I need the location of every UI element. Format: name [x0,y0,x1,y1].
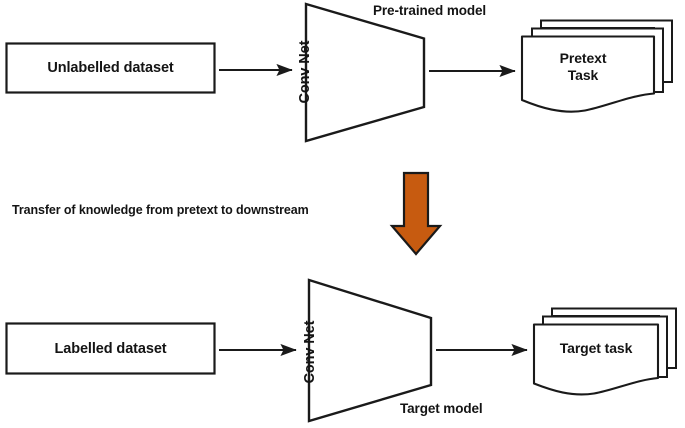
pre-trained-model-caption: Pre-trained model [373,3,487,18]
transfer-of-knowledge-label: Transfer of knowledge from pretext to do… [12,203,309,217]
target-task-label: Target task [559,340,633,356]
target-model-caption: Target model [400,401,483,416]
target-task-doc-front [532,323,660,396]
conv-net-trapezoid-bottom [307,278,433,423]
conv-net-label-top: Conv Net [296,40,313,104]
pretext-task-label-line1: Pretext [559,50,607,66]
pretext-task-doc-front [520,35,656,113]
labelled-dataset-box [5,322,216,375]
pretext-task-label-line2: Task [567,67,599,83]
unlabelled-dataset-box [5,42,216,94]
unlabelled-dataset-label: Unlabelled dataset [47,60,174,76]
labelled-dataset-label: Labelled dataset [54,341,167,357]
conv-net-label-bottom: Conv Net [301,320,318,384]
conv-net-trapezoid-top [304,2,426,143]
transfer-arrow-down [389,171,443,256]
